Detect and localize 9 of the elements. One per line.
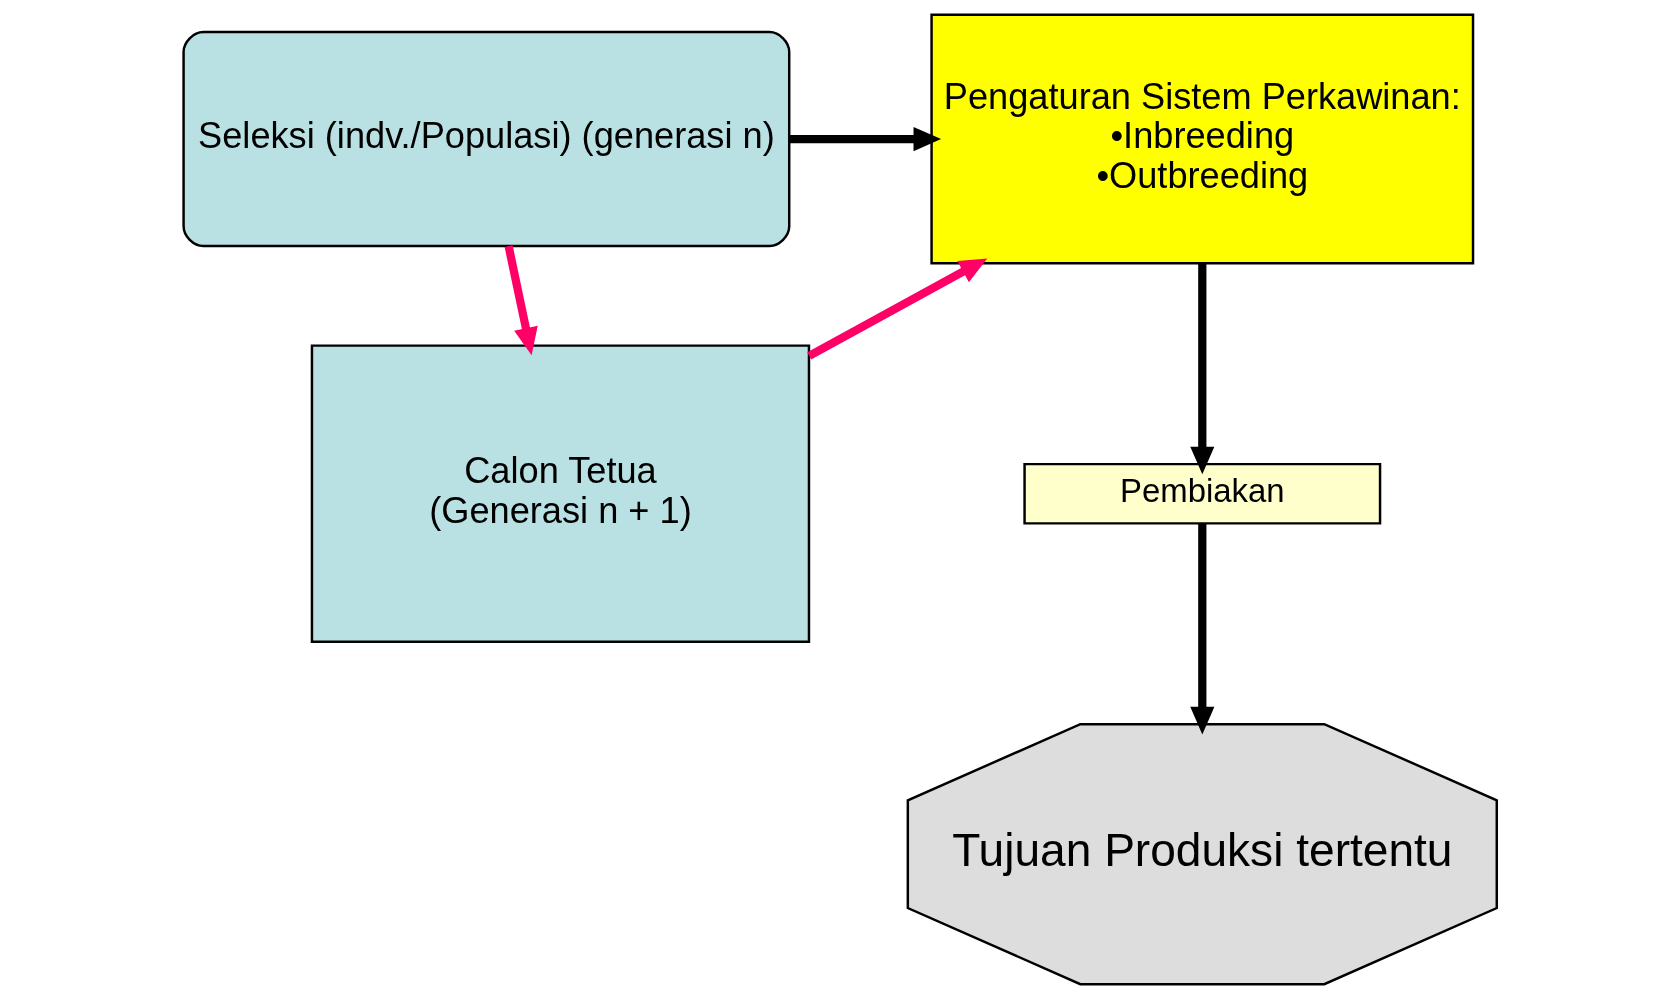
arrow (806, 258, 987, 360)
node-box: Pembiakan (1022, 462, 1381, 525)
arrow (789, 127, 941, 152)
node-box: Pengaturan Sistem Perkawinan: •Inbreeding •Outbreeding (929, 13, 1474, 265)
arrow (504, 245, 538, 356)
node-box: Seleksi (indv./Populasi) (generasi n) (181, 30, 790, 248)
arrow (1189, 523, 1214, 735)
node-box: Calon Tetua (Generasi n + 1) (310, 344, 810, 644)
arrow (1189, 263, 1214, 475)
